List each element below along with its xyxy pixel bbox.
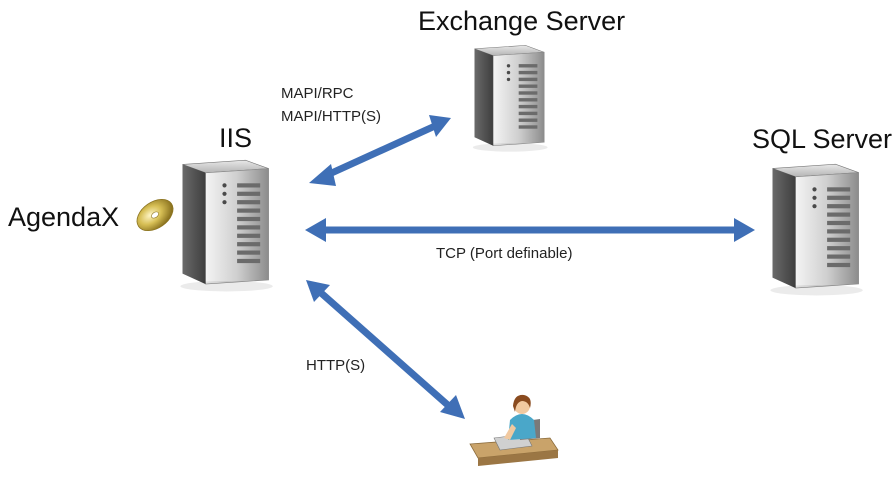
mapi-http-label: MAPI/HTTP(S) (281, 108, 381, 125)
sql-server-label: SQL Server (752, 124, 893, 154)
agendax-label: AgendaX (8, 202, 120, 232)
arrow-iis-exchange (309, 115, 451, 186)
exchange-server-label: Exchange Server (418, 6, 626, 36)
cd-disc-icon (136, 198, 174, 232)
tcp-port-label: TCP (Port definable) (436, 245, 573, 262)
mapi-rpc-label: MAPI/RPC (281, 85, 354, 102)
sql-server-icon (769, 163, 864, 296)
exchange-server-icon (472, 44, 549, 153)
person-at-laptop-icon (469, 394, 559, 466)
arrow-iis-client (306, 280, 465, 419)
https-label: HTTP(S) (306, 357, 366, 374)
iis-label: IIS (219, 123, 253, 153)
iis-server-icon (179, 159, 274, 292)
arrow-iis-sql (305, 218, 755, 242)
